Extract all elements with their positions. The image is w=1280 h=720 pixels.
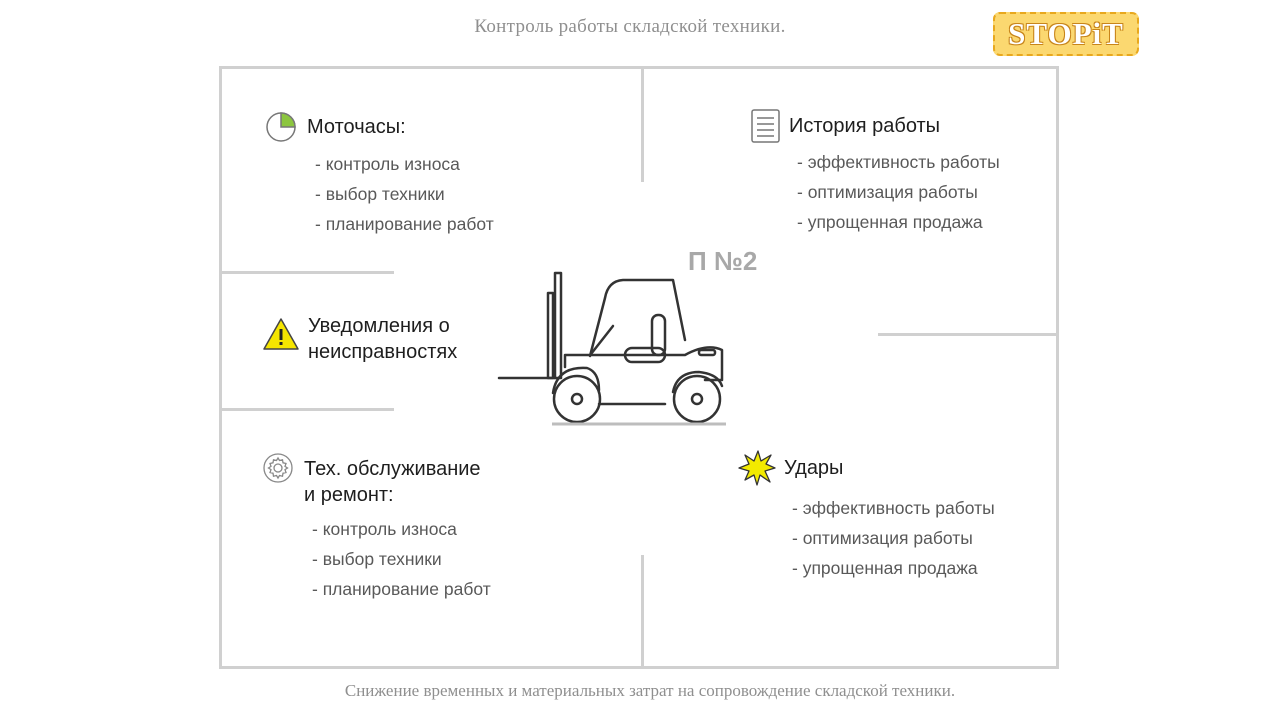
divider-left-lower [219, 408, 394, 411]
footer-caption: Снижение временных и материальных затрат… [344, 681, 956, 700]
list-item: - планирование работ [315, 214, 494, 234]
document-icon [751, 109, 780, 143]
stopit-logo: STOPiT [993, 12, 1139, 56]
pie-chart-icon [266, 112, 296, 142]
divider-top-center [641, 66, 644, 182]
section-title: Удары [784, 457, 844, 479]
list-item: - эффективность работы [792, 498, 995, 518]
vehicle-label: П №2 [688, 246, 758, 276]
page-title: Контроль работы складской техники. [474, 16, 786, 37]
frame-right [1056, 66, 1059, 669]
section-title-line-1: Тех. обслуживание [304, 458, 481, 480]
section-title: История работы [789, 115, 941, 137]
frame-top [219, 66, 1059, 69]
list-item: - эффективность работы [797, 152, 1000, 172]
list-item: - выбор техники [312, 549, 442, 569]
list-item: - планирование работ [312, 579, 491, 599]
list-item: - контроль износа [312, 519, 457, 539]
divider-bottom-center [641, 555, 644, 668]
gear-icon [263, 453, 293, 483]
section-title-line-2: неисправностях [308, 341, 458, 363]
forklift-icon [497, 271, 726, 426]
divider-right-middle [878, 333, 1058, 336]
list-item: - оптимизация работы [792, 528, 973, 548]
section-title-line-2: и ремонт: [304, 484, 394, 506]
list-item: - упрощенная продажа [797, 212, 983, 232]
frame-bottom [219, 666, 1059, 669]
history-list: - эффективность работы - оптимизация раб… [797, 147, 1000, 237]
divider-left-upper [219, 271, 394, 274]
maintenance-list: - контроль износа - выбор техники - план… [312, 514, 491, 604]
section-title-line-1: Уведомления о [308, 315, 450, 337]
list-item: - выбор техники [315, 184, 445, 204]
list-item: - упрощенная продажа [792, 558, 978, 578]
frame-left [219, 66, 222, 669]
warning-icon [263, 318, 299, 350]
list-item: - оптимизация работы [797, 182, 978, 202]
section-title: Моточасы: [307, 116, 406, 138]
motohours-list: - контроль износа - выбор техники - план… [315, 149, 494, 239]
impacts-list: - эффективность работы - оптимизация раб… [792, 493, 995, 583]
logo-text: STOPiT [1008, 16, 1124, 51]
list-item: - контроль износа [315, 154, 460, 174]
impact-burst-icon [738, 450, 776, 486]
